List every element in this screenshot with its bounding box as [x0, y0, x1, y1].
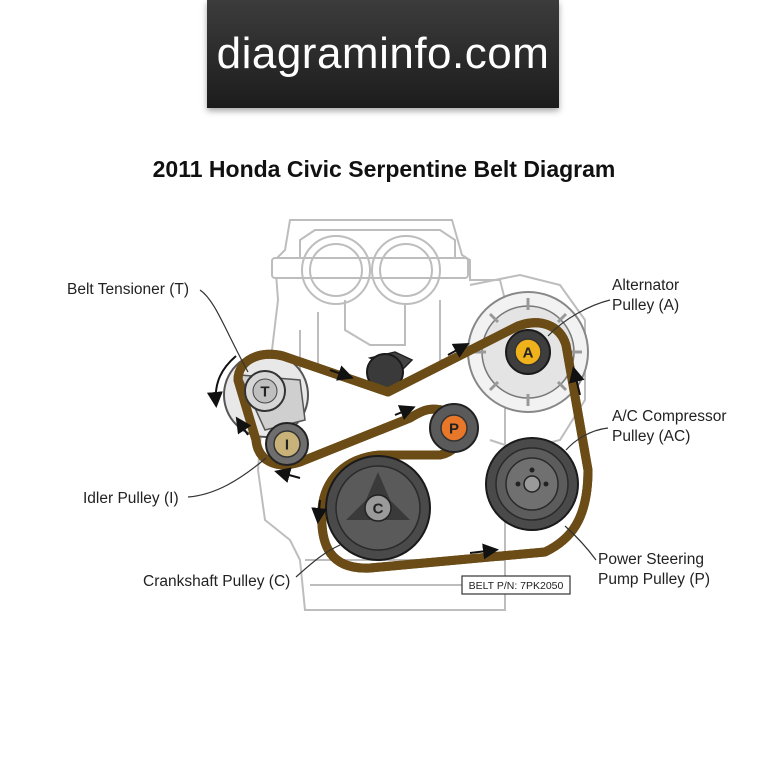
- label-belt-tensioner: Belt Tensioner (T): [67, 281, 189, 298]
- crankshaft-letter: C: [373, 501, 384, 518]
- direction-arrows: [206, 343, 585, 560]
- belt-part-number-box: BELT P/N: 7PK2050: [461, 575, 571, 595]
- label-power-steering-line1: Power Steering: [598, 551, 704, 568]
- label-alternator-line2: Pulley (A): [612, 297, 679, 314]
- label-crankshaft-pulley: Crankshaft Pulley (C): [143, 573, 290, 590]
- label-ac-line2: Pulley (AC): [612, 428, 690, 445]
- label-alternator-line1: Alternator: [612, 277, 679, 294]
- label-power-steering-line2: Pump Pulley (P): [598, 571, 710, 588]
- crankshaft-pulley: C: [325, 455, 431, 561]
- power-steering-pulley: P: [429, 403, 479, 453]
- ac-compressor-pulley: [485, 437, 579, 531]
- alternator-letter: A: [523, 345, 534, 362]
- alternator-pulley: A: [505, 329, 551, 375]
- label-ac-line1: A/C Compressor: [612, 408, 727, 425]
- tensioner-pulley: T: [244, 370, 286, 412]
- idler-letter: I: [285, 437, 289, 454]
- belt-part-number: BELT P/N: 7PK2050: [469, 580, 564, 592]
- label-idler-pulley: Idler Pulley (I): [83, 490, 179, 507]
- idler-pulley: I: [265, 422, 309, 466]
- watermark-banner: diagraminfo.com: [207, 0, 559, 108]
- leader-lines: [187, 289, 611, 578]
- power-steering-letter: P: [449, 421, 459, 438]
- watermark-text: diagraminfo.com: [216, 29, 550, 78]
- tensioner-letter: T: [260, 384, 269, 401]
- diagram-title: 2011 Honda Civic Serpentine Belt Diagram: [152, 156, 616, 182]
- upper-idler-bracket: [366, 351, 414, 391]
